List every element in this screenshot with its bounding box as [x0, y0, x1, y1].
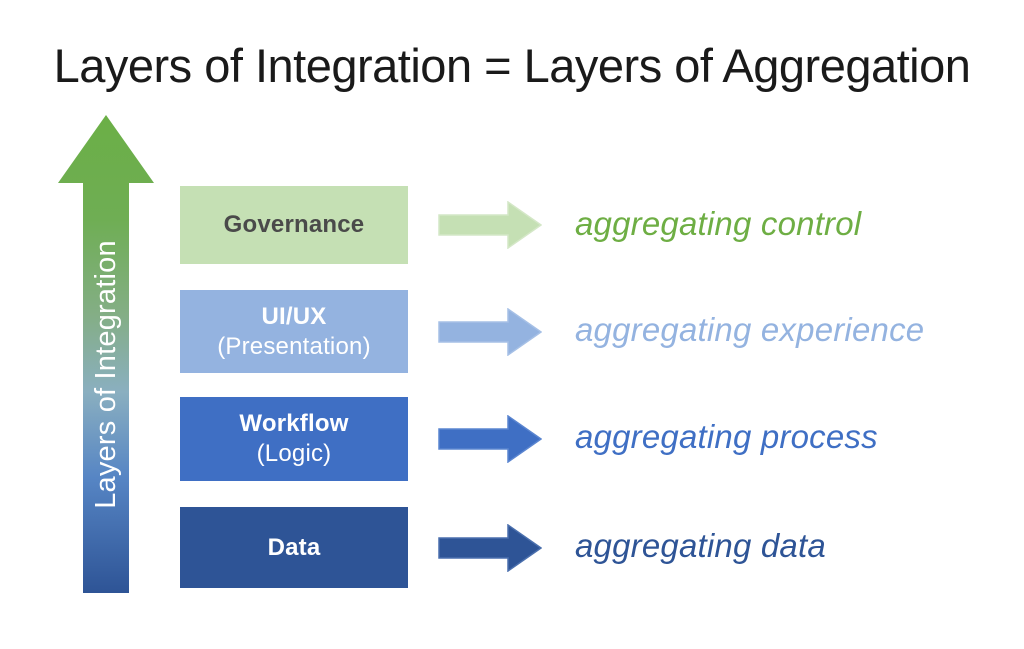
arrow-workflow — [438, 415, 542, 463]
layer-row-data: Data aggregating data — [180, 507, 1024, 588]
layer-label-data: aggregating data — [575, 527, 826, 564]
layer-row-workflow: Workflow (Logic) aggregating process — [180, 397, 1024, 481]
right-arrow-icon — [438, 415, 542, 463]
layer-label-uiux: aggregating experience — [575, 311, 925, 348]
layer-label-governance: aggregating control — [575, 205, 862, 242]
layer-box-governance[interactable]: Governance — [180, 186, 408, 264]
layer-box-uiux[interactable]: UI/UX (Presentation) — [180, 290, 408, 373]
layer-box-workflow[interactable]: Workflow (Logic) — [180, 397, 408, 481]
arrow-governance — [438, 201, 542, 249]
layer-subtitle-uiux: (Presentation) — [217, 332, 371, 360]
up-arrow-icon — [58, 115, 154, 593]
layer-title-workflow: Workflow — [239, 410, 349, 437]
layer-box-data[interactable]: Data — [180, 507, 408, 588]
layer-label-workflow: aggregating process — [575, 418, 878, 455]
layer-row-uiux: UI/UX (Presentation) aggregating experie… — [180, 290, 1024, 373]
right-arrow-icon — [438, 524, 542, 572]
layer-title-data: Data — [267, 533, 321, 561]
layer-title-governance: Governance — [223, 211, 365, 238]
layer-row-governance: Governance aggregating control — [180, 186, 1024, 264]
right-arrow-icon — [438, 308, 542, 356]
arrow-data — [438, 524, 542, 572]
layer-subtitle-workflow: (Logic) — [256, 440, 332, 467]
arrow-uiux — [438, 308, 542, 356]
page-title: Layers of Integration = Layers of Aggreg… — [53, 39, 971, 92]
right-arrow-icon — [438, 201, 542, 249]
layers-of-integration-arrow — [50, 113, 162, 595]
layer-title-uiux: UI/UX — [261, 302, 327, 330]
